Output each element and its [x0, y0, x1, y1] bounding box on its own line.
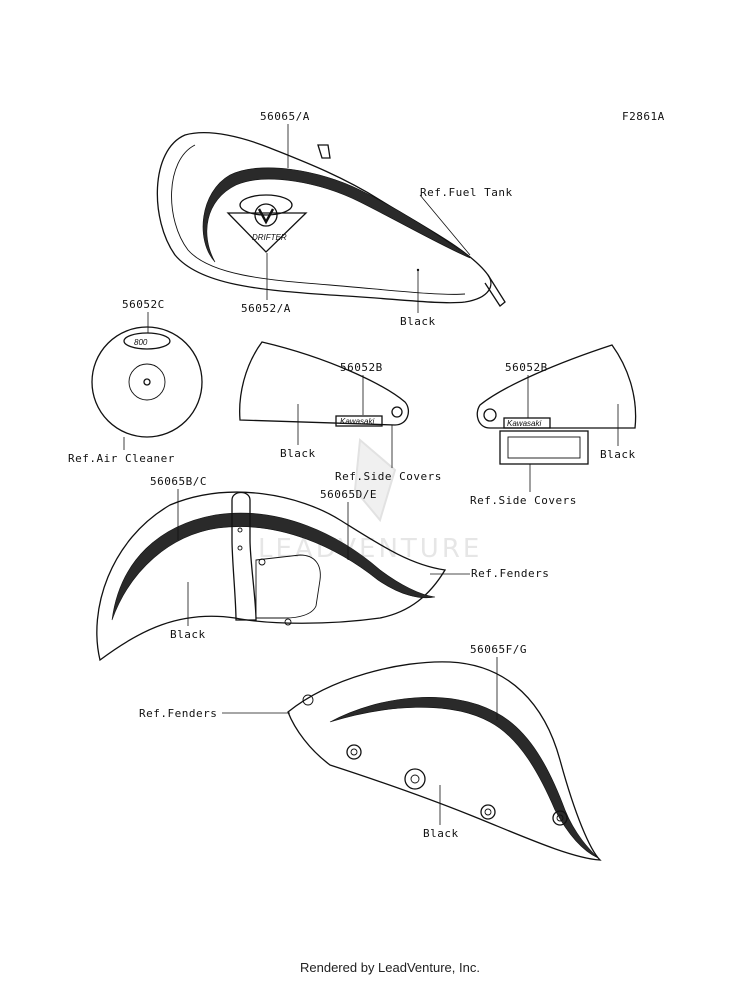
right-cover-badge: Kawasaki	[507, 419, 541, 428]
label-tank-emblem: 56052/A	[241, 302, 291, 315]
left-side-cover-drawing: Kawasaki	[239, 341, 409, 427]
label-right-cover-black: Black	[600, 448, 636, 461]
label-front-fender-stripe: 56065B/C	[150, 475, 207, 488]
label-air-cleaner-part: 56052C	[122, 298, 165, 311]
emblem-text: DRIFTER	[252, 233, 287, 242]
label-ref-air-cleaner: Ref.Air Cleaner	[68, 452, 175, 465]
credit-text: Rendered by LeadVenture, Inc.	[300, 960, 480, 975]
right-side-cover-drawing: Kawasaki	[476, 344, 637, 465]
label-right-cover-part: 56052B	[505, 361, 548, 374]
label-left-cover-part: 56052B	[340, 361, 383, 374]
drifter-emblem: DRIFTER	[226, 194, 308, 253]
label-tank-black: Black	[400, 315, 436, 328]
front-fender-drawing	[96, 491, 447, 662]
label-tank-stripe: 56065/A	[260, 110, 310, 123]
watermark-text: LEADVENTURE	[258, 534, 482, 564]
label-left-cover-black: Black	[280, 447, 316, 460]
left-cover-badge: Kawasaki	[340, 417, 374, 426]
label-ref-fuel-tank: Ref.Fuel Tank	[420, 186, 513, 199]
label-ref-side-covers-right: Ref.Side Covers	[470, 494, 577, 507]
label-rear-fender-stripe: 56065F/G	[470, 643, 527, 656]
air-cleaner-drawing: 800	[91, 326, 203, 438]
label-ref-fenders-front: Ref.Fenders	[471, 567, 549, 580]
fuel-tank-drawing: DRIFTER	[156, 132, 506, 307]
watermark: LEADVENTURE	[258, 437, 482, 564]
label-front-fender-black: Black	[170, 628, 206, 641]
air-cleaner-badge: 800	[134, 338, 148, 347]
rear-fender-drawing	[287, 661, 602, 861]
label-front-fender-stripe2: 56065D/E	[320, 488, 377, 501]
label-rear-fender-black: Black	[423, 827, 459, 840]
label-ref-fenders-rear: Ref.Fenders	[139, 707, 217, 720]
label-ref-side-covers-left: Ref.Side Covers	[335, 470, 442, 483]
leader-ref-fuel-tank	[419, 194, 471, 256]
figure-code: F2861A	[622, 110, 665, 123]
tank-black-point	[416, 268, 420, 272]
